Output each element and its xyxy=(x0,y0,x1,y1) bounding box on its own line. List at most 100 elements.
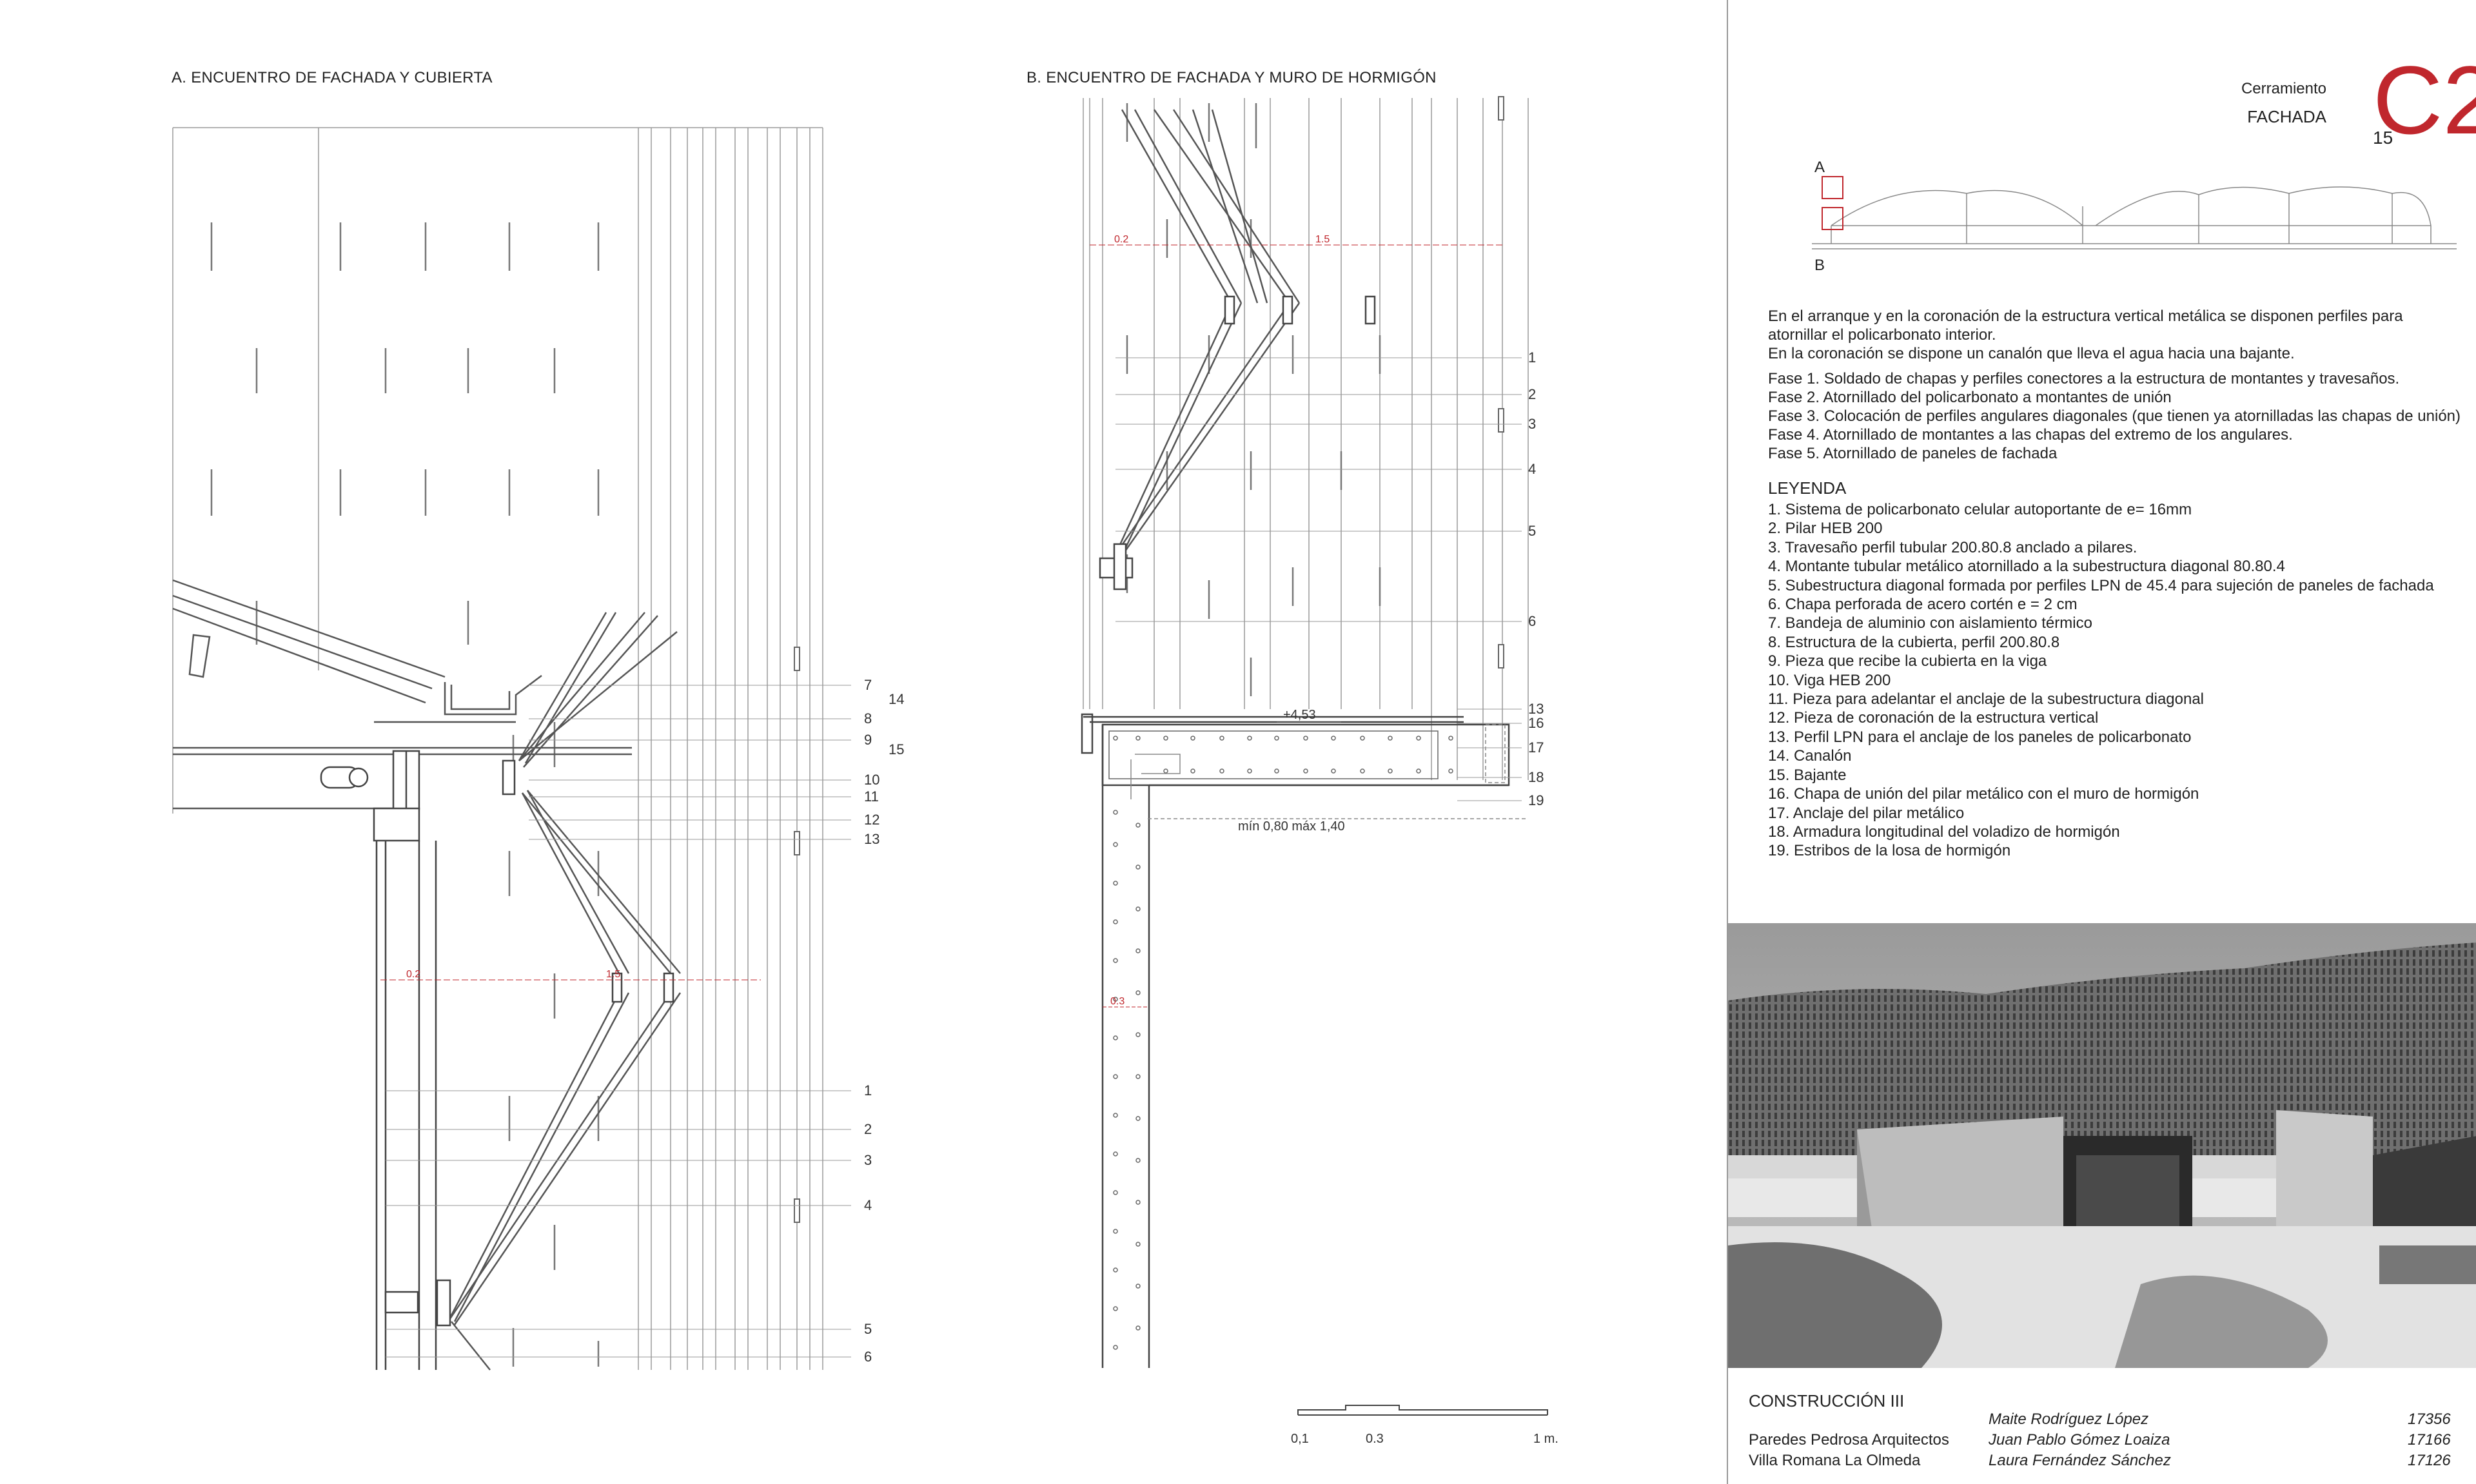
building-photo xyxy=(1728,923,2476,1368)
key-label-b: B xyxy=(1814,257,1825,274)
callout-b-13: 13 xyxy=(1528,701,1544,717)
author-names: Maite Rodríguez López Juan Pablo Gómez L… xyxy=(1989,1409,2171,1471)
intro-line: En la coronación se dispone un canalón q… xyxy=(1768,345,2295,362)
rebar-dots xyxy=(1113,736,1453,1350)
legend-title: LEYENDA xyxy=(1768,478,1847,498)
callout-a-5: 5 xyxy=(864,1321,872,1337)
legend-item: 3. Travesaño perfil tubular 200.80.8 anc… xyxy=(1768,538,2137,556)
scale-label-0-3: 0.3 xyxy=(1366,1432,1384,1446)
legend-item: 6. Chapa perforada de acero cortén e = 2… xyxy=(1768,596,2078,614)
callout-b-16: 16 xyxy=(1528,715,1544,731)
page-number: 15 xyxy=(2373,128,2393,148)
legend-item: 2. Pilar HEB 200 xyxy=(1768,520,1883,538)
key-section-drawing xyxy=(1812,176,2457,249)
author-id: 17126 xyxy=(2408,1452,2451,1469)
callout-a-4: 4 xyxy=(864,1197,872,1213)
callout-b-17: 17 xyxy=(1528,739,1544,756)
dim-b-right: 1.5 xyxy=(1315,234,1330,245)
callout-b-5: 5 xyxy=(1528,523,1536,539)
phase-line: Fase 5. Atornillado de paneles de fachad… xyxy=(1768,445,2058,462)
author-name: Juan Pablo Gómez Loaiza xyxy=(1989,1431,2170,1449)
detail-b-leaders xyxy=(1115,357,1522,801)
diagonal-substructure xyxy=(447,612,682,1371)
detail-b-dimensions: 0.2 1.5 0.3 +4,53 mín 0,80 máx 1,40 xyxy=(1090,234,1502,1008)
legend-item: 5. Subestructura diagonal formada por pe… xyxy=(1768,576,2434,594)
sheet-subcategory: FACHADA xyxy=(2247,107,2326,126)
legend-item: 14. Canalón xyxy=(1768,747,1852,765)
callout-a-7: 7 xyxy=(864,677,872,693)
info-panel: Cerramiento FACHADA C2 15 A B En el arra… xyxy=(1727,0,2476,1484)
gutter xyxy=(374,675,542,723)
callout-b-3: 3 xyxy=(1528,416,1536,432)
dim-label-right: 1.5 xyxy=(606,969,620,980)
legend-item: 11. Pieza para adelantar el anclaje de l… xyxy=(1768,690,2205,708)
phase-line: Fase 4. Atornillado de montantes a las c… xyxy=(1768,426,2293,444)
callout-a-6: 6 xyxy=(864,1349,872,1365)
callout-b-4: 4 xyxy=(1528,461,1536,477)
dim-b-left: 0.2 xyxy=(1114,234,1128,245)
scale-label-1m: 1 m. xyxy=(1533,1432,1558,1446)
architects: Paredes Pedrosa Arquitectos xyxy=(1749,1431,1949,1449)
description: En el arranque y en la coronación de la … xyxy=(1768,307,2464,463)
callout-a-12: 12 xyxy=(864,812,879,828)
detail-a-title: A. ENCUENTRO DE FACHADA Y CUBIERTA xyxy=(172,69,493,86)
callout-b-6: 6 xyxy=(1528,613,1536,629)
scale-label-0-1: 0,1 xyxy=(1291,1432,1309,1446)
key-label-a: A xyxy=(1814,159,1825,176)
key-marker-b xyxy=(1822,207,1843,230)
range-note: mín 0,80 máx 1,40 xyxy=(1238,819,1345,834)
sheet-category: Cerramiento xyxy=(2241,80,2326,97)
detail-a-drawing: 0.2 1.5 7 14 8 9 15 10 11 12 13 1 2 3 4 … xyxy=(172,127,904,1371)
callout-a-14: 14 xyxy=(889,691,904,707)
detail-b-title: B. ENCUENTRO DE FACHADA Y MURO DE HORMIG… xyxy=(1027,69,1437,86)
project-name: Villa Romana La Olmeda xyxy=(1749,1452,1921,1469)
legend-item: 16. Chapa de unión del pilar metálico co… xyxy=(1768,785,2199,803)
callout-a-8: 8 xyxy=(864,710,872,727)
legend-item: 17. Anclaje del pilar metálico xyxy=(1768,804,1965,822)
perforation-slots-b xyxy=(1126,103,1381,696)
phase-line: Fase 2. Atornillado del policarbonato a … xyxy=(1768,389,2172,406)
author-id: 17356 xyxy=(2408,1411,2451,1428)
detail-a-leaders xyxy=(386,685,851,1358)
callout-a-9: 9 xyxy=(864,732,872,748)
intro-line: En el arranque y en la coronación de la … xyxy=(1768,308,2403,325)
intro-line: atornillar el policarbonato interior. xyxy=(1768,326,1996,344)
detail-a-callouts: 7 14 8 9 15 10 11 12 13 1 2 3 4 5 6 xyxy=(864,677,904,1365)
author-name: Maite Rodríguez López xyxy=(1989,1411,2149,1428)
key-marker-a xyxy=(1822,176,1843,199)
legend-item: 15. Bajante xyxy=(1768,766,1847,784)
concrete-slab xyxy=(1081,713,1510,1368)
callout-a-3: 3 xyxy=(864,1152,872,1168)
callout-b-19: 19 xyxy=(1528,792,1544,808)
author-id: 17166 xyxy=(2408,1431,2451,1449)
scale-bar: 0,1 0.3 1 m. xyxy=(1291,1405,1558,1446)
level-mark: +4,53 xyxy=(1283,708,1316,722)
legend-item: 10. Viga HEB 200 xyxy=(1768,671,1891,689)
legend-item: 4. Montante tubular metálico atornillado… xyxy=(1768,558,2285,576)
sheet-code: C2 xyxy=(2373,46,2476,154)
diagonal-substructure-b xyxy=(1114,109,1301,556)
course-title: CONSTRUCCIÓN III xyxy=(1749,1391,1905,1411)
callout-b-1: 1 xyxy=(1528,349,1536,366)
dim-label-left: 0.2 xyxy=(406,969,420,980)
author-ids: 17356 17166 17126 xyxy=(2408,1409,2451,1471)
beam-column-joint xyxy=(320,750,516,1370)
legend-item: 13. Perfil LPN para el anclaje de los pa… xyxy=(1768,728,2192,746)
phase-line: Fase 3. Colocación de perfiles angulares… xyxy=(1768,407,2461,425)
legend-item: 9. Pieza que recibe la cubierta en la vi… xyxy=(1768,652,2047,670)
callout-b-18: 18 xyxy=(1528,769,1544,785)
phase-line: Fase 1. Soldado de chapas y perfiles con… xyxy=(1768,370,2400,387)
detail-a-dimension: 0.2 1.5 xyxy=(380,969,761,981)
perforation-slots xyxy=(210,222,600,1367)
callout-a-2: 2 xyxy=(864,1121,872,1137)
author-name: Laura Fernández Sánchez xyxy=(1989,1452,2171,1469)
legend-item: 1. Sistema de policarbonato celular auto… xyxy=(1768,501,2192,518)
callout-a-1: 1 xyxy=(864,1082,872,1098)
callout-b-2: 2 xyxy=(1528,386,1536,402)
legend-item: 18. Armadura longitudinal del voladizo d… xyxy=(1768,823,2120,841)
legend-item: 12. Pieza de coronación de la estructura… xyxy=(1768,709,2099,727)
legend-item: 19. Estribos de la losa de hormigón xyxy=(1768,842,2011,860)
callout-a-15: 15 xyxy=(889,741,904,757)
detail-b-drawing: 0.2 1.5 0.3 +4,53 mín 0,80 máx 1,40 1 2 … xyxy=(1081,96,1558,1446)
legend-item: 8. Estructura de la cubierta, perfil 200… xyxy=(1768,633,2060,651)
